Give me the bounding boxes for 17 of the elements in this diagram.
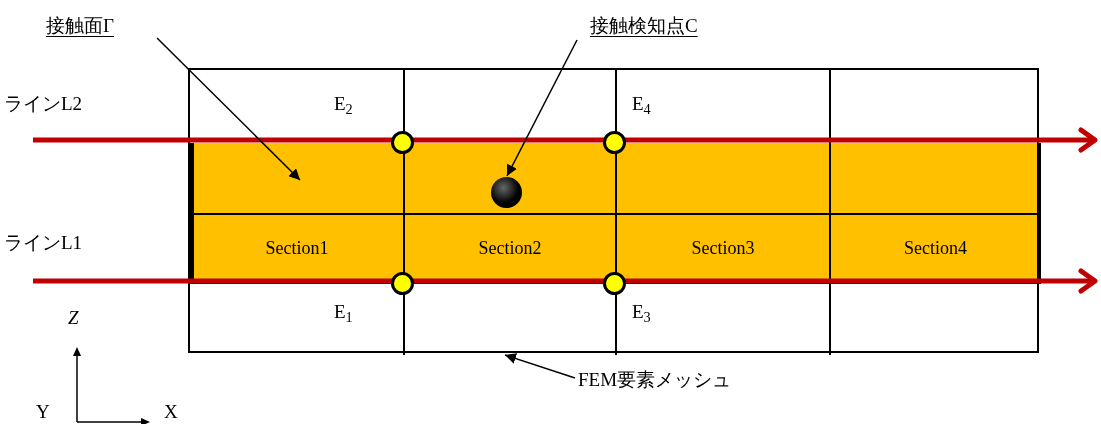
- element-label: E$_{4}$: [632, 92, 651, 119]
- axis-label: Z: [68, 306, 79, 330]
- callout-text: 接触面Γ: [46, 12, 156, 40]
- mesh-grid: [188, 68, 1039, 353]
- leader-arrow: [506, 39, 578, 177]
- leader-arrow: [156, 37, 301, 181]
- leader-arrow: [504, 353, 576, 379]
- axis-label: Y: [36, 400, 50, 424]
- line-label: ラインL2: [4, 90, 134, 118]
- line-label: FEM要素メッシュ: [578, 366, 808, 394]
- callout-text: 接触検知点C: [590, 12, 750, 40]
- element-label: E$_{3}$: [632, 300, 651, 327]
- element-label: E$_{2}$: [334, 92, 353, 119]
- contact-surface-band: [190, 143, 1041, 214]
- element-label: E$_{1}$: [334, 300, 353, 327]
- line-label: ラインL1: [4, 229, 134, 257]
- axis-label: X: [164, 400, 178, 424]
